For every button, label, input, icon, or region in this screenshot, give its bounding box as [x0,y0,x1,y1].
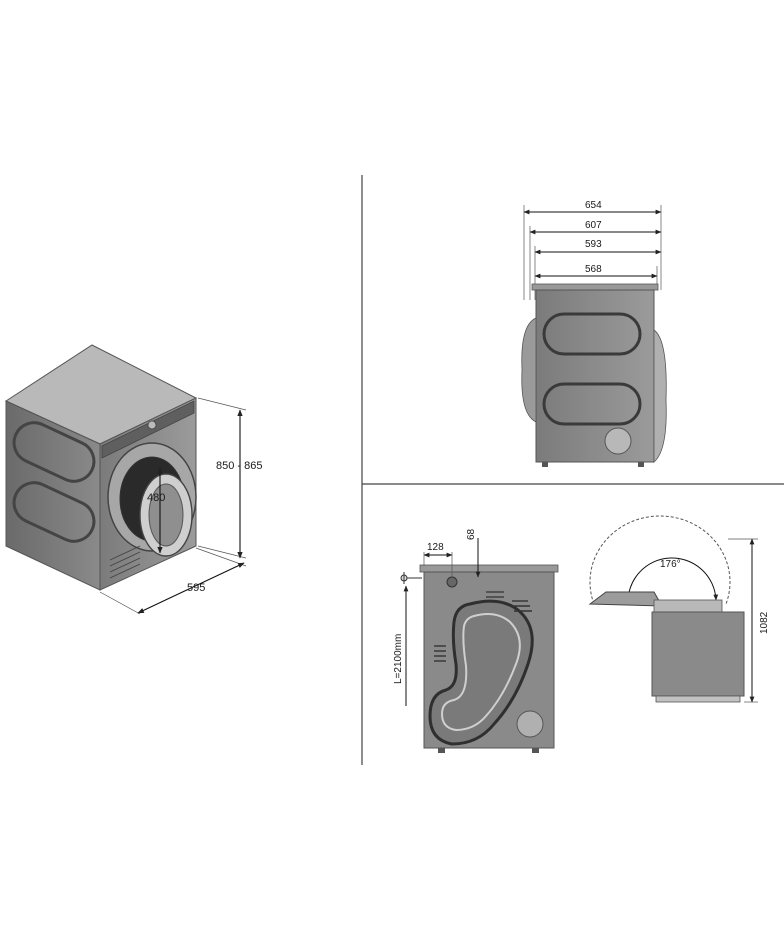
iso-ext-width-right [195,547,247,567]
front-foot-right [638,462,644,467]
rear-foot-right [532,748,539,753]
iso-knob [147,420,157,430]
iso-control-panel [101,400,195,459]
label-top-654: 654 [585,200,602,211]
rear-top-plate [419,564,559,573]
iso-ext-width-left [99,591,141,615]
front-door-bulge [521,317,537,423]
front-view: 654 607 593 568 [521,200,667,467]
label-side-68: 68 [466,528,477,540]
rear-vents-left [434,645,446,662]
label-top-593: 593 [585,239,602,250]
front-oval-lower [542,382,642,426]
isometric-view: 480 850 - 865 595 [4,344,262,615]
rear-inlet [446,576,458,588]
iso-side-oval-upper [12,421,96,483]
label-door-diameter: 480 [147,492,165,504]
iso-grille [109,545,141,579]
label-width: 595 [187,582,205,594]
side-base [655,695,741,703]
side-view: 176° 1082 [588,515,770,703]
label-hose-length: L=2100mm [393,634,404,684]
rear-round-port [516,710,544,738]
iso-ext-height-top [197,397,247,411]
open-lid [588,591,663,607]
door-swing-arc [589,515,731,605]
front-top-plate [531,283,659,291]
rear-vents-top [512,600,532,612]
iso-dim-width [137,562,245,614]
rear-foot-left [438,748,445,753]
label-side-128: 128 [427,542,444,553]
front-rear-bulge [653,329,667,463]
label-total-height: 1082 [759,611,770,634]
front-foot-left [542,462,548,467]
iso-ext-height-bottom [197,545,247,559]
hose-connector [400,572,422,584]
label-angle: 176° [660,559,681,570]
label-top-607: 607 [585,220,602,231]
iso-side-oval-lower [12,481,96,543]
angle-arc [625,557,719,605]
label-top-568: 568 [585,264,602,275]
lid-hinge [653,599,723,613]
side-body [651,611,745,697]
label-height-range: 850 - 865 [216,460,262,472]
rear-vents-mid [486,591,504,598]
rear-duct-outer [428,599,534,746]
rear-view: 128 68 L=2100mm [393,528,559,753]
front-oval-upper [542,312,642,356]
front-round-port [604,427,632,455]
rear-duct-inner [440,613,521,732]
